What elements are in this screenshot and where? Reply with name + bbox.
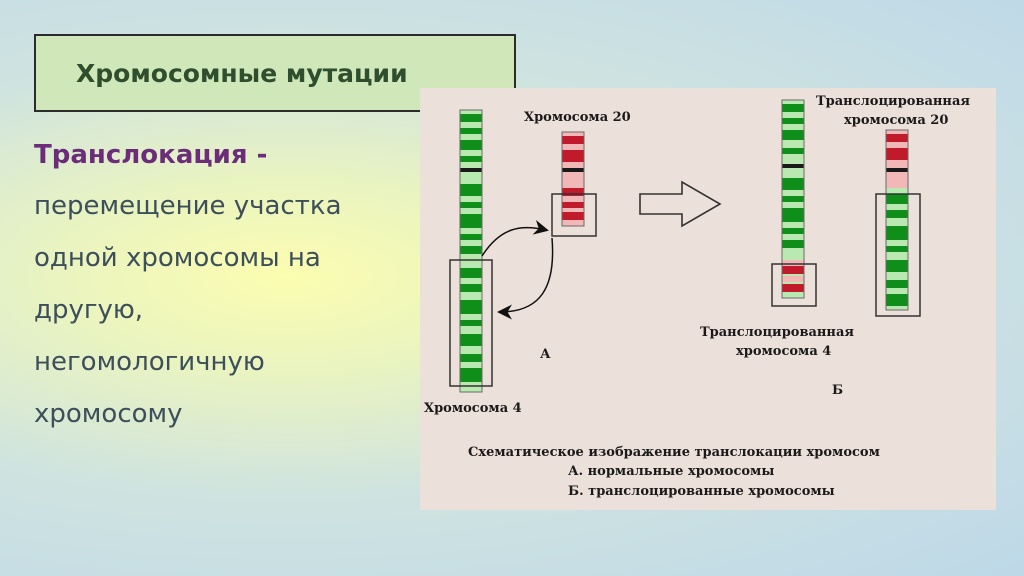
translocated-chromosome-4 bbox=[771, 99, 817, 307]
definition-block: Транслокация - перемещение участка одной… bbox=[34, 130, 414, 440]
chromosome-20 bbox=[551, 131, 597, 237]
selection-box bbox=[771, 263, 817, 307]
caption-line: Схематическое изображение транслокации х… bbox=[468, 445, 880, 460]
term-translocation: Транслокация - bbox=[34, 140, 268, 170]
definition-line: негомологичную bbox=[34, 347, 265, 377]
panel-label-a: А bbox=[540, 347, 551, 362]
caption-line: Б. транслоцированные хромосомы bbox=[568, 484, 835, 499]
label-translocated-20-line2: хромосома 20 bbox=[844, 113, 948, 128]
label-translocated-20-line1: Транслоцированная bbox=[816, 94, 970, 109]
title-box: Хромосомные мутации bbox=[34, 34, 516, 112]
label-chromosome-20: Хромосома 20 bbox=[524, 110, 631, 125]
selection-box bbox=[551, 193, 597, 237]
definition-line: одной хромосомы на bbox=[34, 243, 321, 273]
page-title: Хромосомные мутации bbox=[76, 58, 408, 88]
selection-box bbox=[875, 193, 921, 317]
label-translocated-4-line2: хромосома 4 bbox=[736, 344, 831, 359]
translocated-chromosome-20 bbox=[875, 129, 921, 317]
diagram-svg: Хромосома 20 Хромосома 4 Транслоцированн… bbox=[424, 94, 970, 499]
translocation-diagram: Хромосома 20 Хромосома 4 Транслоцированн… bbox=[420, 88, 996, 510]
definition-line: хромосому bbox=[34, 399, 183, 429]
label-translocated-4-line1: Транслоцированная bbox=[700, 325, 854, 340]
chromosome-4 bbox=[449, 109, 493, 393]
caption-line: А. нормальные хромосомы bbox=[568, 464, 774, 479]
definition-line: перемещение участка bbox=[34, 191, 342, 221]
panel-label-b: Б bbox=[832, 383, 843, 398]
label-chromosome-4: Хромосома 4 bbox=[424, 401, 522, 416]
transition-arrow-icon bbox=[639, 180, 722, 228]
exchange-arrow-icon bbox=[497, 237, 554, 320]
selection-box bbox=[449, 259, 493, 387]
definition-line: другую, bbox=[34, 295, 144, 325]
exchange-arrow-icon bbox=[481, 219, 549, 257]
